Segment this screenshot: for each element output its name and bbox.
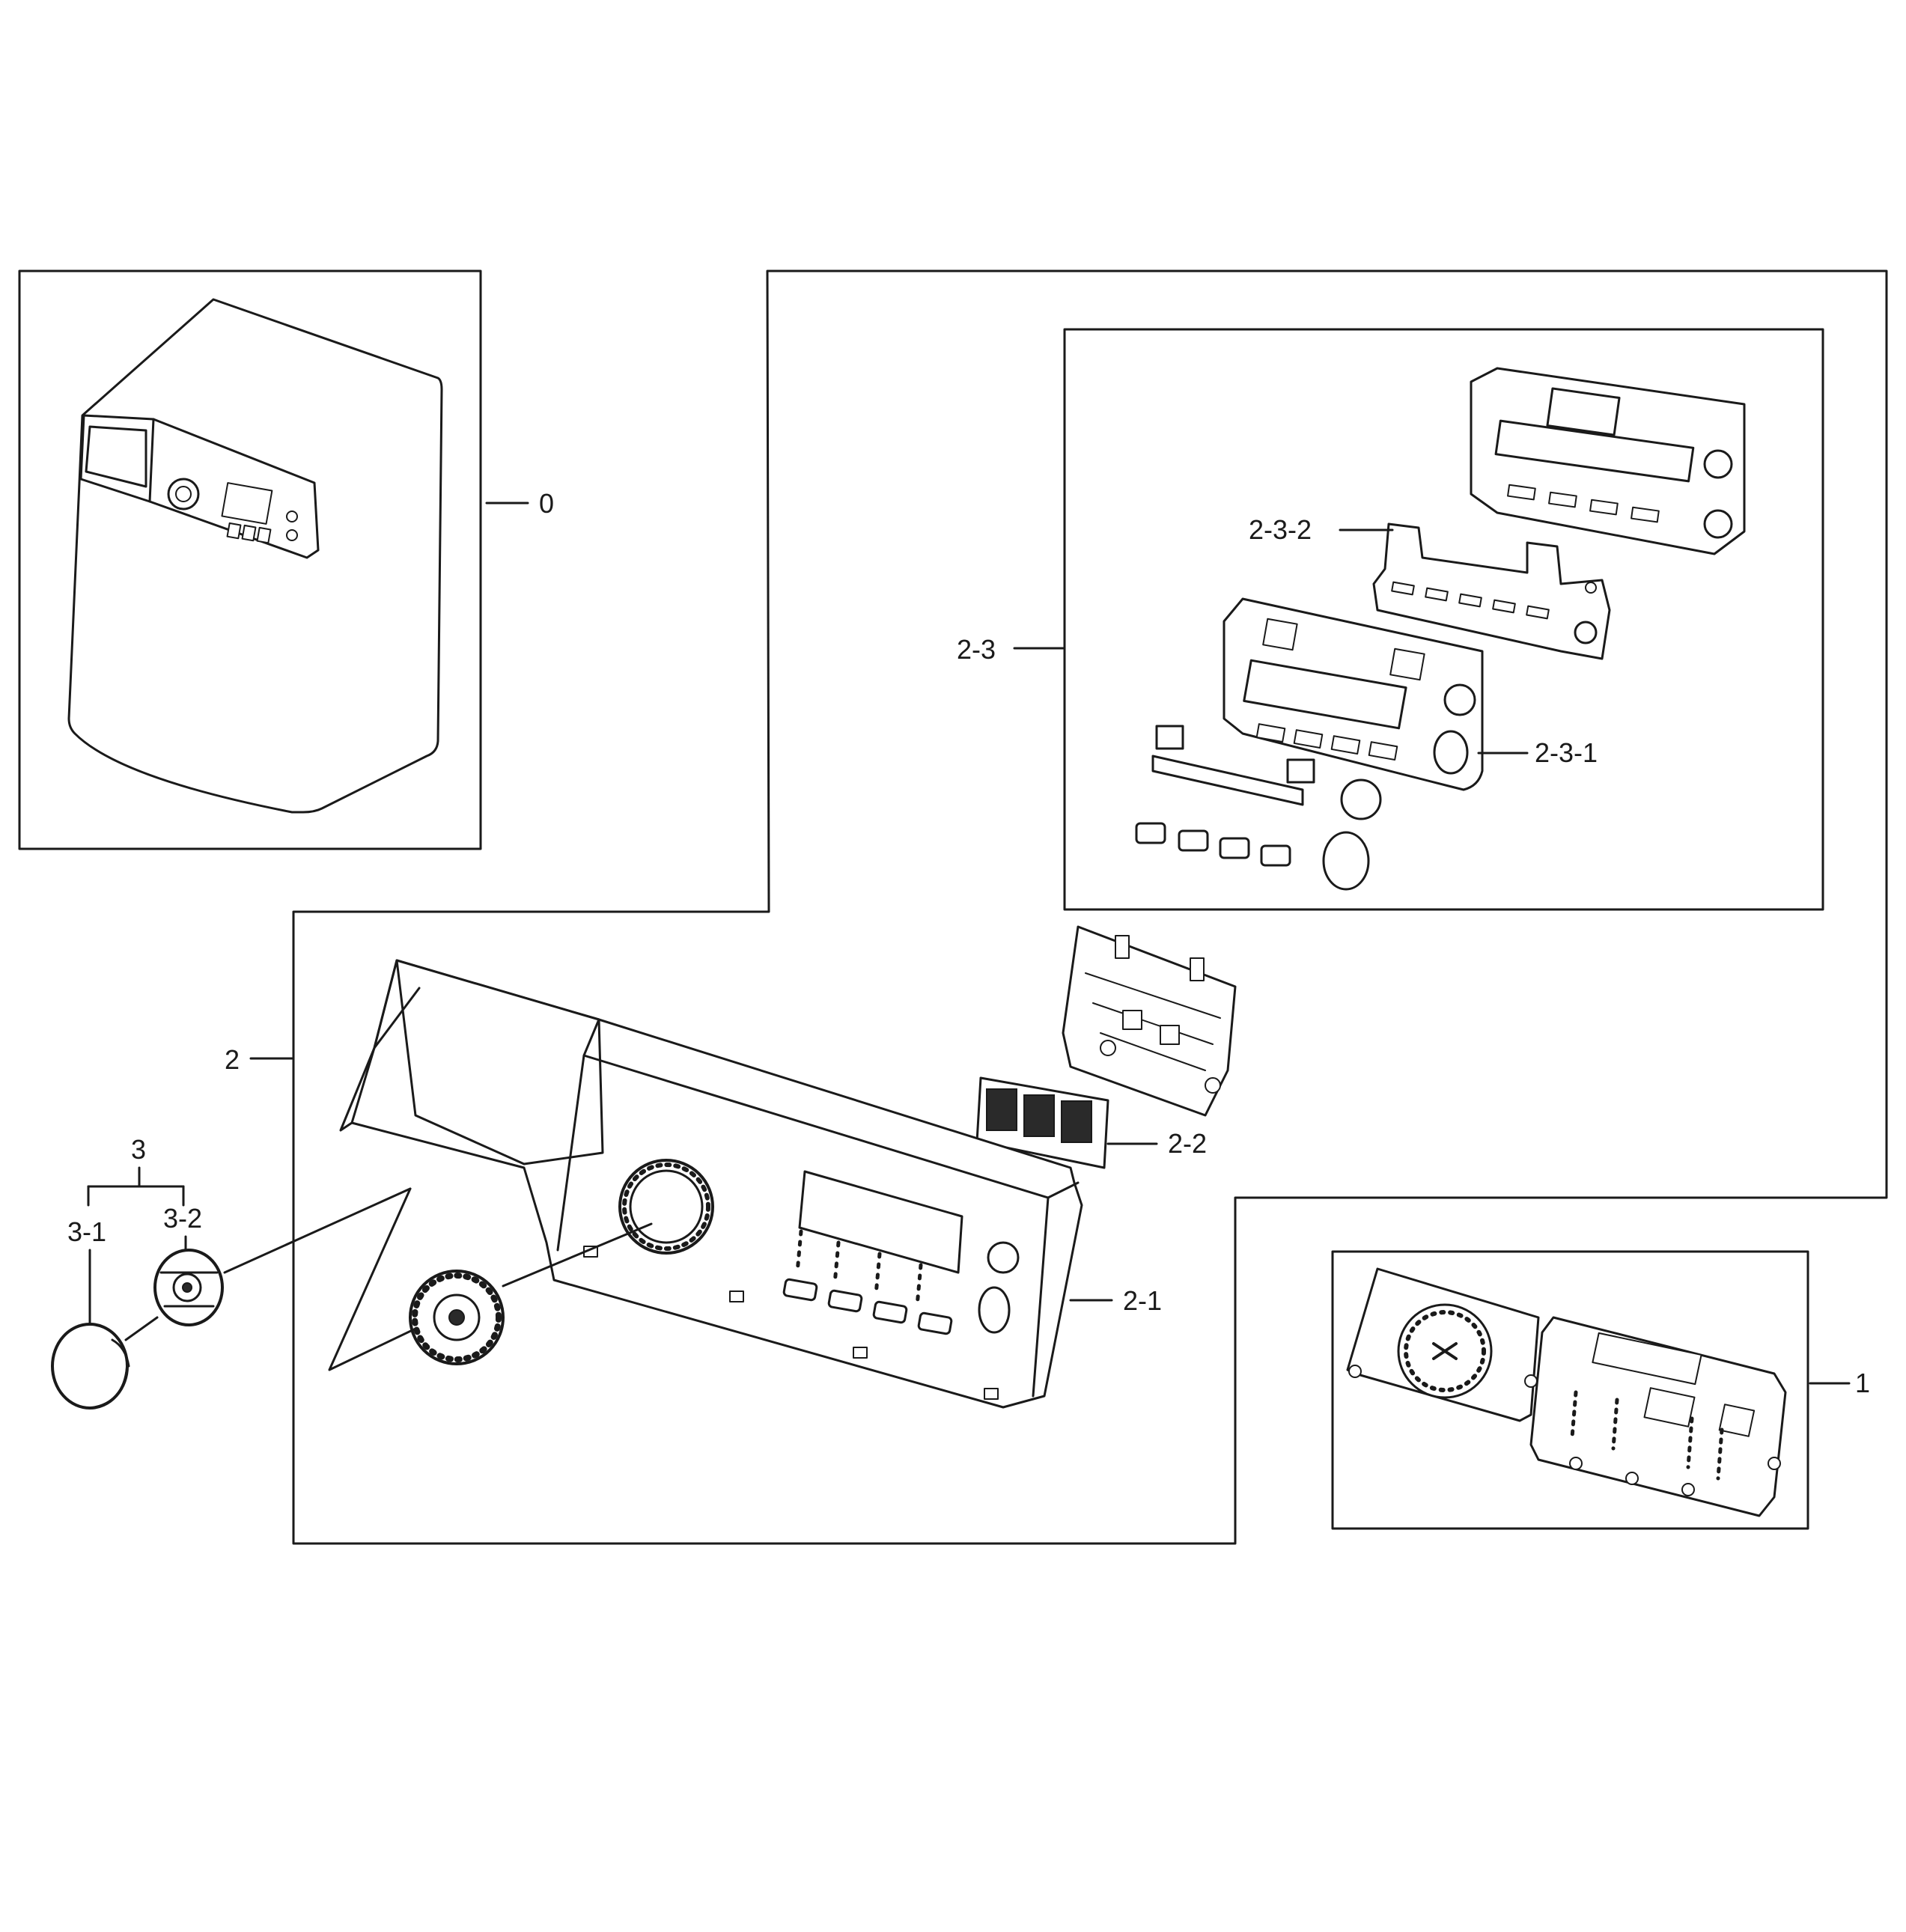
pcb-assembly	[1346, 1267, 1787, 1517]
callout-2: 2	[225, 1044, 293, 1075]
assembly-leader-lines	[223, 1187, 417, 1371]
callout-2-1-label: 2-1	[1123, 1285, 1162, 1316]
callout-2-3-1: 2-3-1	[1477, 737, 1598, 768]
callout-2-3-label: 2-3	[957, 634, 996, 665]
callout-2-2-label: 2-2	[1168, 1128, 1207, 1159]
callout-3-2-label: 3-2	[163, 1203, 202, 1234]
main-pcb	[1062, 925, 1237, 1117]
callout-3-1-label: 3-1	[67, 1216, 106, 1247]
callout-1-label: 1	[1855, 1368, 1870, 1398]
callout-2-3-2: 2-3-2	[1249, 514, 1394, 545]
callout-3-group: 3 3-1 3-2	[67, 1134, 202, 1325]
callout-2-3-1-label: 2-3-1	[1535, 737, 1598, 768]
callout-0: 0	[485, 488, 554, 519]
knob-base	[124, 1249, 224, 1341]
knob-cap	[51, 1323, 130, 1410]
callout-1: 1	[1809, 1368, 1870, 1398]
callout-2-label: 2	[225, 1044, 240, 1075]
display-window-frame	[1223, 597, 1484, 791]
button-actuator-strip	[1372, 522, 1611, 660]
control-panel-frame	[339, 959, 1083, 1409]
loose-buttons	[1135, 725, 1382, 891]
key-switch-part	[975, 1076, 1109, 1169]
callout-3-label: 3	[131, 1134, 146, 1165]
callout-2-3: 2-3	[957, 634, 1065, 665]
group-2-3-box	[1063, 328, 1824, 911]
callout-2-1: 2-1	[1069, 1285, 1162, 1316]
callout-0-label: 0	[539, 488, 554, 519]
callout-2-2: 2-2	[1106, 1128, 1207, 1159]
group-2-box	[292, 269, 1888, 1545]
callout-2-3-2-label: 2-3-2	[1249, 514, 1312, 545]
dial-encoder	[409, 1222, 653, 1365]
washer-cabinet-illustration	[67, 298, 443, 814]
display-pcb-housing	[1470, 367, 1746, 555]
group-0-box	[18, 269, 482, 850]
group-1-box	[1331, 1250, 1809, 1530]
